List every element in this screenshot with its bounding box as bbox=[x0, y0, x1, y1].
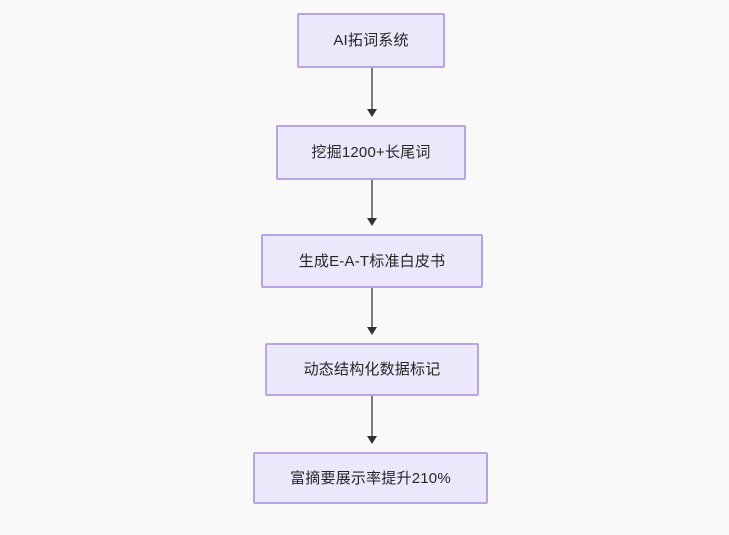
flow-node-label: 挖掘1200+长尾词 bbox=[311, 144, 431, 161]
connector-line bbox=[371, 288, 373, 327]
connector-line bbox=[371, 180, 373, 218]
flow-node-label: 生成E-A-T标准白皮书 bbox=[298, 252, 446, 270]
connector-line bbox=[371, 68, 373, 109]
arrowhead-icon bbox=[367, 109, 377, 117]
flow-node-dynamic-structured-data-markup[interactable]: 动态结构化数据标记 bbox=[265, 343, 479, 396]
flow-node-label: 动态结构化数据标记 bbox=[303, 361, 441, 378]
flow-node-mine-longtail-keywords[interactable]: 挖掘1200+长尾词 bbox=[276, 125, 466, 180]
flow-node-label: AI拓词系统 bbox=[333, 32, 409, 49]
flow-node-ai-keyword-system[interactable]: AI拓词系统 bbox=[297, 13, 445, 68]
arrowhead-icon bbox=[367, 436, 377, 444]
connector-line bbox=[371, 396, 373, 436]
arrowhead-icon bbox=[367, 218, 377, 226]
flow-node-generate-eat-whitepaper[interactable]: 生成E-A-T标准白皮书 bbox=[261, 234, 483, 288]
flow-node-rich-snippet-impression-lift[interactable]: 富摘要展示率提升210% bbox=[253, 452, 488, 504]
flow-node-label: 富摘要展示率提升210% bbox=[290, 469, 451, 487]
arrowhead-icon bbox=[367, 327, 377, 335]
